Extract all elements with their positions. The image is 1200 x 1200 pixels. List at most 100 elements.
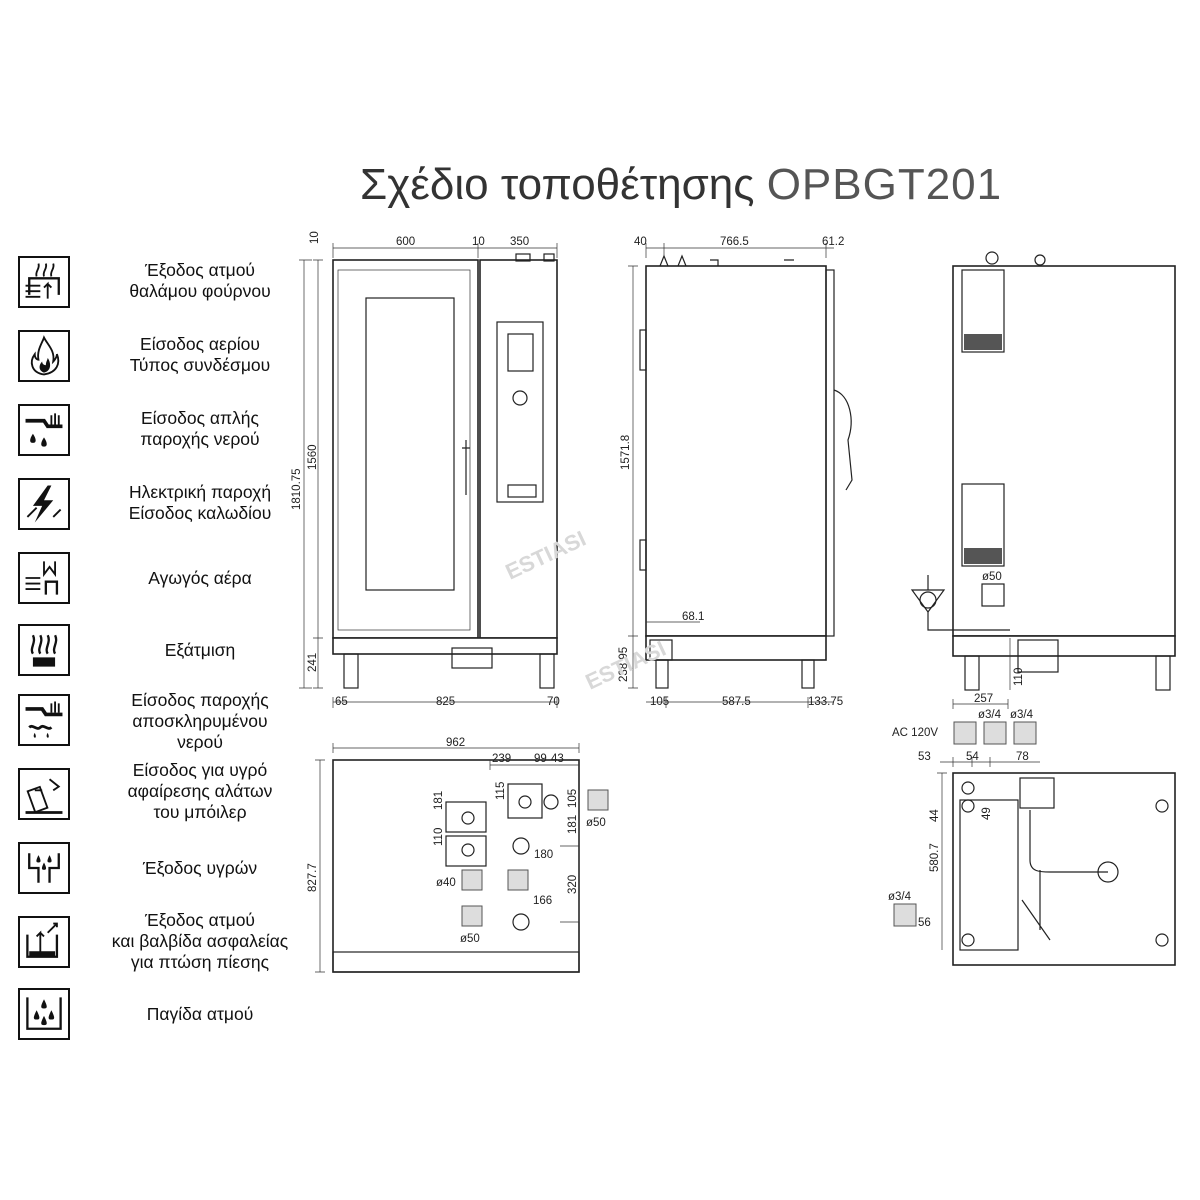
dim-front-panel: 350 bbox=[510, 236, 529, 248]
legend-label: Έξοδος ατμού θαλάμου φούρνου bbox=[129, 260, 271, 301]
side-body bbox=[645, 265, 827, 637]
connection-voltage: AC 120V bbox=[892, 727, 938, 739]
legend-item: Είσοδος απλής παροχής νερού bbox=[18, 404, 318, 466]
dim-rear-257: 257 bbox=[974, 693, 993, 705]
dim-side-door: 61.2 bbox=[822, 236, 844, 248]
rear-leg bbox=[1155, 655, 1171, 691]
rear-grille bbox=[964, 334, 1002, 350]
top-diameter-drain: ø50 bbox=[460, 933, 480, 945]
dim-conn-49: 49 bbox=[981, 807, 993, 820]
dim-top-180: 180 bbox=[534, 849, 553, 861]
side-hinge bbox=[639, 329, 647, 371]
rear-top-fitting bbox=[1034, 254, 1046, 266]
dim-front-body-height: 1560 bbox=[307, 444, 319, 470]
dim-conn-53: 53 bbox=[918, 751, 931, 763]
air-gap-circle bbox=[919, 591, 937, 609]
steam-trap-icon bbox=[18, 988, 70, 1040]
oven-door bbox=[332, 259, 479, 639]
internal-frame bbox=[1021, 870, 1051, 941]
door-handle bbox=[462, 440, 470, 495]
water-marker-icon bbox=[461, 905, 483, 927]
dim-rear-110: 110 bbox=[1013, 668, 1025, 686]
descaling-liquid-inlet-icon bbox=[18, 768, 70, 820]
side-view: 40 766.5 61.2 1571.8 68.1 238.95 105 587… bbox=[618, 236, 853, 708]
air-gap-symbol bbox=[910, 589, 946, 614]
legend-item: Παγίδα ατμού bbox=[18, 988, 318, 1050]
top-fitting-box bbox=[445, 835, 487, 867]
liquid-drain-icon bbox=[18, 842, 70, 894]
side-top-fittings bbox=[659, 254, 794, 267]
legend-item: Έξοδος ατμού και βαλβίδα ασφαλείας για π… bbox=[18, 910, 318, 978]
title-main: Σχέδιο τοποθέτησης bbox=[360, 160, 755, 209]
legend-item: Έξοδος υγρών bbox=[18, 842, 318, 904]
drain-box bbox=[451, 647, 493, 669]
dim-top-115: 115 bbox=[495, 782, 507, 800]
gas-inlet-icon bbox=[18, 330, 70, 382]
dim-top-43: 43 bbox=[551, 753, 564, 765]
dim-front-total-height: 1810.75 bbox=[291, 468, 303, 510]
side-leg bbox=[801, 659, 815, 689]
dim-side-height: 1571.8 bbox=[620, 435, 632, 470]
electric-supply-icon bbox=[18, 478, 70, 530]
air-gap-pipe bbox=[927, 575, 1010, 631]
legend-item: Εξάτμιση bbox=[18, 624, 318, 686]
rear-drain-box bbox=[1017, 639, 1059, 673]
corner-bolt bbox=[1155, 799, 1169, 813]
dim-top-166: 166 bbox=[533, 895, 552, 907]
dim-top-width: 962 bbox=[446, 737, 465, 749]
legend-item: Είσοδος για υγρό αφαίρεσης αλάτων του μπ… bbox=[18, 760, 318, 830]
dim-conn-54: 54 bbox=[966, 751, 979, 763]
rear-grille bbox=[964, 548, 1002, 564]
door-profile bbox=[825, 269, 835, 637]
dim-side-front: 40 bbox=[634, 236, 647, 248]
top-vent bbox=[515, 253, 531, 262]
legend-label: Είσοδος παροχής αποσκληρυμένου νερού bbox=[131, 690, 269, 752]
drain-outlet bbox=[1097, 861, 1119, 883]
descaling-marker-icon bbox=[507, 869, 529, 891]
dim-top-181b: 181 bbox=[567, 815, 579, 834]
dim-front-width: 600 bbox=[396, 236, 415, 248]
control-knob bbox=[512, 390, 528, 406]
legend-item: Έξοδος ατμού θαλάμου φούρνου bbox=[18, 256, 318, 318]
gas-marker-icon bbox=[461, 869, 483, 891]
dim-conn-56: 56 bbox=[918, 917, 931, 929]
front-leg bbox=[343, 653, 359, 689]
dim-side-right: 133.75 bbox=[808, 696, 843, 708]
dim-side-leg-height: 238.95 bbox=[618, 647, 630, 682]
exhaust-icon bbox=[18, 624, 70, 676]
corner-bolt bbox=[1155, 933, 1169, 947]
top-fitting-box bbox=[507, 783, 543, 819]
rear-top-fitting bbox=[985, 251, 999, 265]
rear-leg bbox=[964, 655, 980, 691]
panel-frame bbox=[496, 321, 544, 503]
front-leg bbox=[539, 653, 555, 689]
dim-front-leg-height: 241 bbox=[307, 653, 319, 672]
legend-label: Αγωγός αέρα bbox=[148, 568, 252, 588]
dim-conn-depth: 580.7 bbox=[929, 843, 941, 872]
dim-top-110: 110 bbox=[433, 828, 445, 846]
title-model: OPBGT201 bbox=[766, 160, 1003, 209]
legend-label: Έξοδος υγρών bbox=[142, 858, 258, 878]
legend-label: Έξοδος ατμού και βαλβίδα ασφαλείας για π… bbox=[111, 910, 289, 972]
top-diameter-gas: ø40 bbox=[436, 877, 456, 889]
base-frame bbox=[332, 637, 558, 655]
rear-base bbox=[952, 635, 1176, 657]
dim-side-depth: 766.5 bbox=[720, 236, 749, 248]
legend-label: Παγίδα ατμού bbox=[146, 1004, 254, 1024]
connection-view: AC 120V ø3/4 ø3/4 ø3/4 53 54 78 44 49 58… bbox=[888, 709, 1176, 966]
page-title: Σχέδιο τοποθέτησης OPBGT201 bbox=[360, 160, 1002, 210]
dim-front-top: 10 bbox=[309, 231, 321, 244]
dim-top-105: 105 bbox=[567, 789, 579, 808]
dim-conn-78: 78 bbox=[1016, 751, 1029, 763]
top-outlet bbox=[461, 843, 475, 857]
rear-pipe-diameter: ø50 bbox=[982, 571, 1002, 583]
rear-vent-top bbox=[961, 269, 1005, 353]
top-outlet bbox=[512, 837, 530, 855]
dim-front-right-offset: 70 bbox=[547, 696, 560, 708]
door-window bbox=[365, 297, 455, 591]
corner-bolt bbox=[961, 933, 975, 947]
corner-bolt bbox=[961, 781, 975, 795]
legend-item: Ηλεκτρική παροχή Είσοδος καλωδίου bbox=[18, 478, 318, 540]
dim-side-span: 587.5 bbox=[722, 696, 751, 708]
side-handle bbox=[833, 389, 853, 491]
